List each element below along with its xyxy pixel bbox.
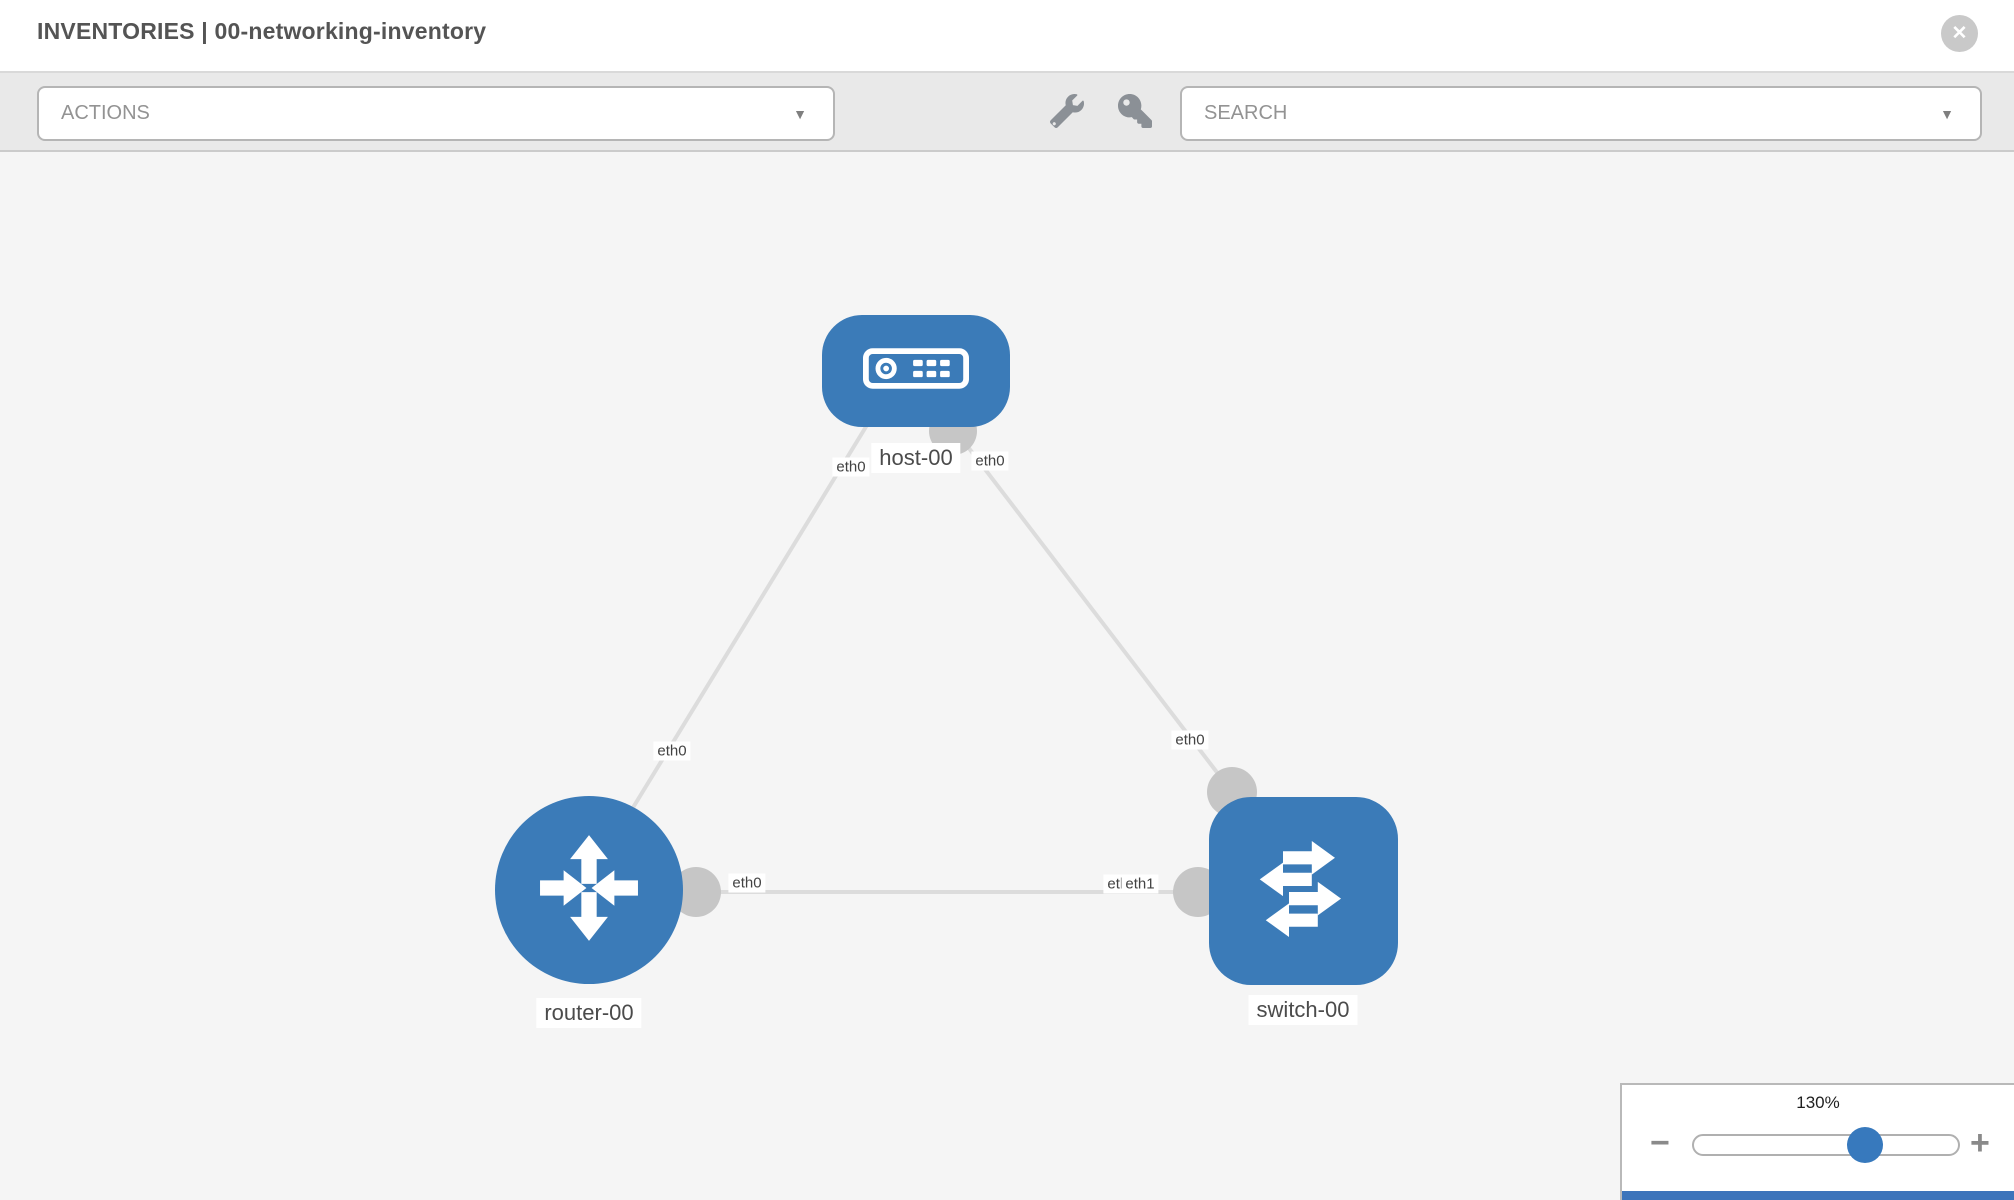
- wrench-icon: [1050, 93, 1085, 132]
- bottom-accent-strip: [1622, 1191, 2014, 1200]
- zoom-slider-thumb[interactable]: [1847, 1127, 1883, 1163]
- chevron-down-icon: ▼: [1940, 105, 1954, 122]
- node-host-00[interactable]: [822, 315, 1010, 427]
- search-dropdown[interactable]: SEARCH ▼: [1180, 86, 1982, 141]
- node-label-switch-00: switch-00: [1248, 995, 1358, 1025]
- zoom-panel: 130% − +: [1620, 1083, 2014, 1200]
- configure-button[interactable]: [1050, 93, 1085, 128]
- page-title: INVENTORIES | 00-networking-inventory: [37, 18, 487, 44]
- node-router-00[interactable]: [495, 796, 683, 984]
- switch-icon: [1244, 829, 1364, 954]
- node-switch-00[interactable]: [1209, 797, 1398, 985]
- link-host-router: [602, 410, 877, 857]
- iface-label-router-to-switch: eth0: [728, 873, 766, 893]
- zoom-slider-track[interactable]: [1692, 1134, 1960, 1156]
- key-icon: [1118, 94, 1152, 132]
- host-icon: [863, 348, 969, 394]
- zoom-level-value: 130%: [1796, 1093, 1840, 1112]
- actions-dropdown-label: ACTIONS: [61, 102, 150, 124]
- iface-label-router-to-host: eth0: [653, 741, 691, 761]
- zoom-out-button[interactable]: −: [1650, 1126, 1670, 1160]
- node-label-router-00: router-00: [536, 998, 642, 1028]
- credentials-button[interactable]: [1118, 94, 1152, 128]
- toolbar: ACTIONS ▼ SEARCH ▼: [0, 71, 2014, 152]
- iface-label-switch-to-router: eth1: [1121, 874, 1159, 894]
- plus-icon: +: [1970, 1124, 1990, 1162]
- close-button[interactable]: ✕: [1941, 15, 1978, 52]
- zoom-in-button[interactable]: +: [1970, 1126, 1990, 1160]
- router-icon: [530, 829, 648, 952]
- iface-label-switch-to-host: eth0: [1171, 730, 1209, 750]
- node-label-host-00: host-00: [871, 443, 961, 473]
- iface-label-host-to-router: eth0: [832, 457, 870, 477]
- header-bar: INVENTORIES | 00-networking-inventory ✕: [0, 0, 2014, 71]
- chevron-down-icon: ▼: [793, 105, 807, 122]
- search-dropdown-label: SEARCH: [1204, 102, 1288, 124]
- actions-dropdown[interactable]: ACTIONS ▼: [37, 86, 835, 141]
- iface-label-host-to-switch: eth0: [971, 451, 1009, 471]
- topology-canvas[interactable]: [0, 152, 2014, 1200]
- close-icon: ✕: [1951, 23, 1968, 44]
- minus-icon: −: [1650, 1124, 1670, 1162]
